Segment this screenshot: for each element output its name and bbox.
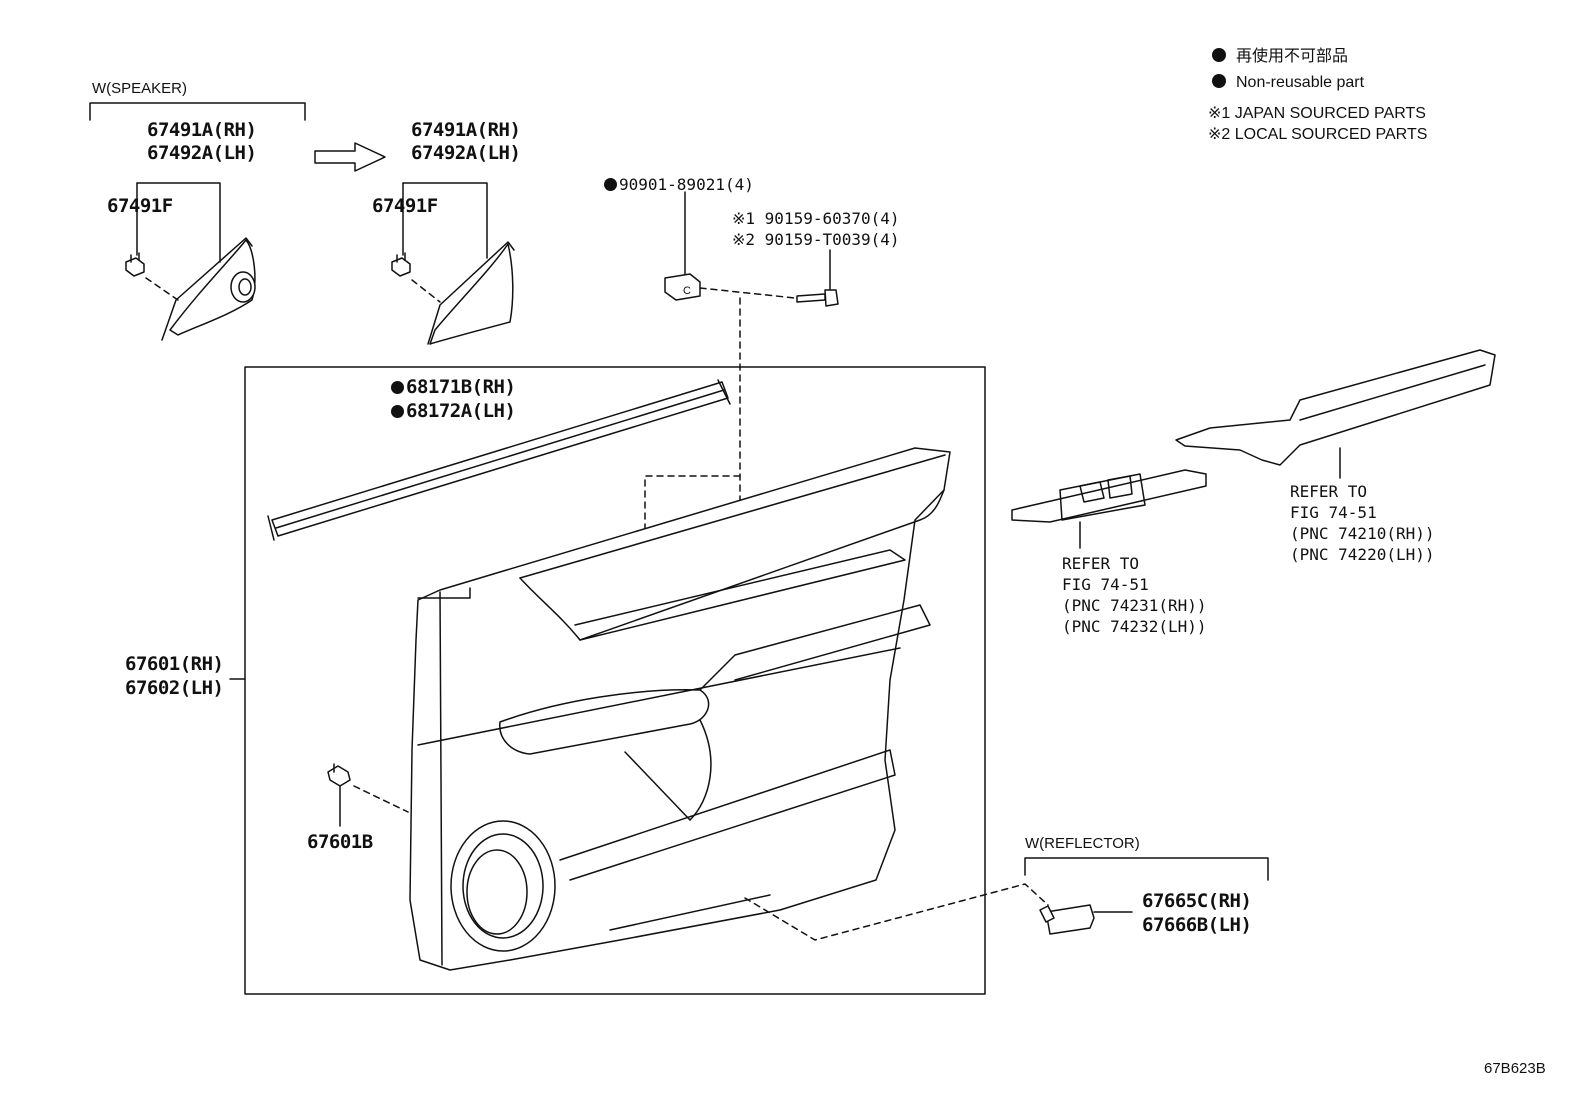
filled-dot-icon — [1212, 74, 1226, 88]
weatherstrip-icon — [267, 379, 731, 541]
door-trim-panel-icon — [409, 447, 951, 971]
part-label[interactable]: 90901-89021(4) — [604, 174, 754, 195]
part-label[interactable]: 67492A(LH) — [411, 142, 521, 164]
part-label[interactable]: 67666B(LH) — [1142, 914, 1252, 936]
part-label[interactable]: 67602(LH) — [125, 677, 224, 699]
part-label[interactable]: 68171B(RH) — [391, 376, 516, 399]
reference-line: REFER TO — [1062, 554, 1140, 573]
legend-non-reusable-en: Non-reusable part — [1212, 72, 1364, 94]
tweeter-cover-icon — [161, 237, 256, 341]
switch-reference: REFER TO FIG 74-51 (PNC 74231(RH)) (PNC … — [1062, 553, 1207, 637]
tweeter-cover-icon — [427, 241, 515, 345]
legend-non-reusable-jp: 再使用不可部品 — [1212, 46, 1348, 68]
svg-text:C: C — [683, 285, 691, 297]
clip-icon — [327, 763, 351, 787]
clip-icon — [125, 252, 145, 277]
armrest-reference: REFER TO FIG 74-51 (PNC 74210(RH)) (PNC … — [1290, 481, 1435, 565]
legend-note-1: ※1 JAPAN SOURCED PARTS — [1208, 105, 1426, 122]
filled-dot-icon — [391, 405, 404, 418]
part-label[interactable]: 67491A(RH) — [411, 119, 521, 141]
reference-line: REFER TO — [1290, 482, 1368, 501]
filled-dot-icon — [1212, 48, 1226, 62]
window-switch-base-icon — [1011, 469, 1207, 523]
part-label[interactable]: 67491F — [372, 195, 438, 217]
part-label[interactable]: 67491F — [107, 195, 173, 217]
group-label-reflector: W(REFLECTOR) — [1025, 835, 1140, 852]
speaker-group-bracket — [89, 102, 306, 121]
reference-line: FIG 74-51 — [1062, 575, 1149, 594]
filled-dot-icon — [604, 178, 617, 191]
reference-line[interactable]: (PNC 74232(LH)) — [1062, 617, 1207, 636]
part-label[interactable]: 67491A(RH) — [147, 119, 257, 141]
screw-icon — [796, 289, 839, 307]
filled-dot-icon — [391, 381, 404, 394]
group-label-speaker: W(SPEAKER) — [92, 80, 188, 97]
clip-icon — [391, 252, 411, 277]
part-label[interactable]: 67492A(LH) — [147, 142, 257, 164]
part-label[interactable]: ※1 90159-60370(4) — [732, 209, 900, 228]
reference-line[interactable]: (PNC 74231(RH)) — [1062, 596, 1207, 615]
legend-note-2: ※2 LOCAL SOURCED PARTS — [1208, 126, 1428, 143]
part-label[interactable]: 68172A(LH) — [391, 400, 516, 423]
reference-line[interactable]: (PNC 74210(RH)) — [1290, 524, 1435, 543]
part-label[interactable]: ※2 90159-T0039(4) — [732, 230, 900, 249]
part-label[interactable]: 67601B — [307, 831, 373, 853]
reflector-icon — [1039, 904, 1095, 935]
part-label[interactable]: 67665C(RH) — [1142, 890, 1252, 912]
armrest-upper-icon — [1175, 349, 1496, 466]
arrow-icon — [314, 142, 386, 172]
part-label[interactable]: 67601(RH) — [125, 653, 224, 675]
door-panel-frame — [244, 366, 986, 995]
reflector-group-bracket — [1024, 857, 1269, 881]
figure-id: 67B623B — [1484, 1060, 1546, 1077]
reference-line: FIG 74-51 — [1290, 503, 1377, 522]
clip-nut-icon: C — [664, 273, 701, 301]
reference-line[interactable]: (PNC 74220(LH)) — [1290, 545, 1435, 564]
